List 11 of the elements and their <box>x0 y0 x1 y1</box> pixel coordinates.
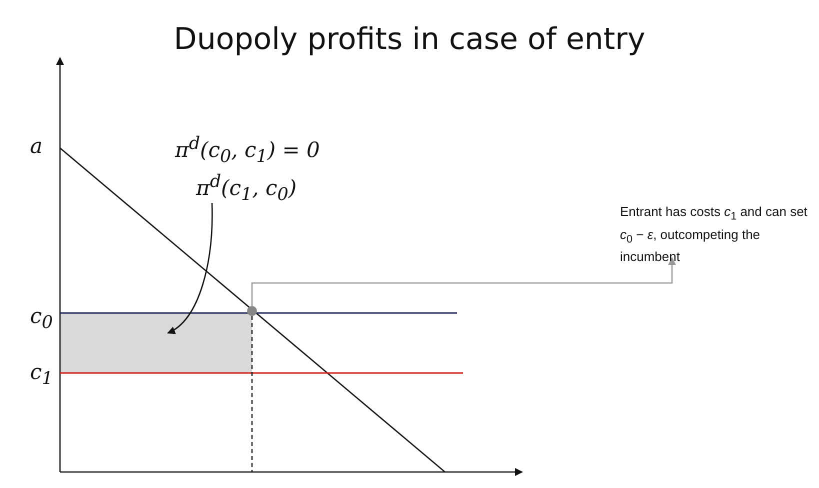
annotation-text: Entrant has costs c$_{1}$ and can set c$_{0}$ − ε, outcompeting the incumbent <box>620 203 815 266</box>
leader-line <box>251 257 676 306</box>
axis-label: c$_{1}$ <box>30 360 53 390</box>
axis-label: c$_{0}$ <box>30 304 53 334</box>
shaded-area <box>60 313 252 373</box>
profit-label: π$^{d}$(c$_{1}$, c$_{0}$) <box>196 172 297 206</box>
point-marker <box>247 306 257 316</box>
equation-label: π$^{d}$(c$_{0}$, c$_{1}$) = 0 <box>175 134 320 168</box>
axis-label: a <box>30 134 43 158</box>
leader-line <box>167 203 213 334</box>
chart-title: Duopoly profits in case of entry <box>172 22 646 57</box>
